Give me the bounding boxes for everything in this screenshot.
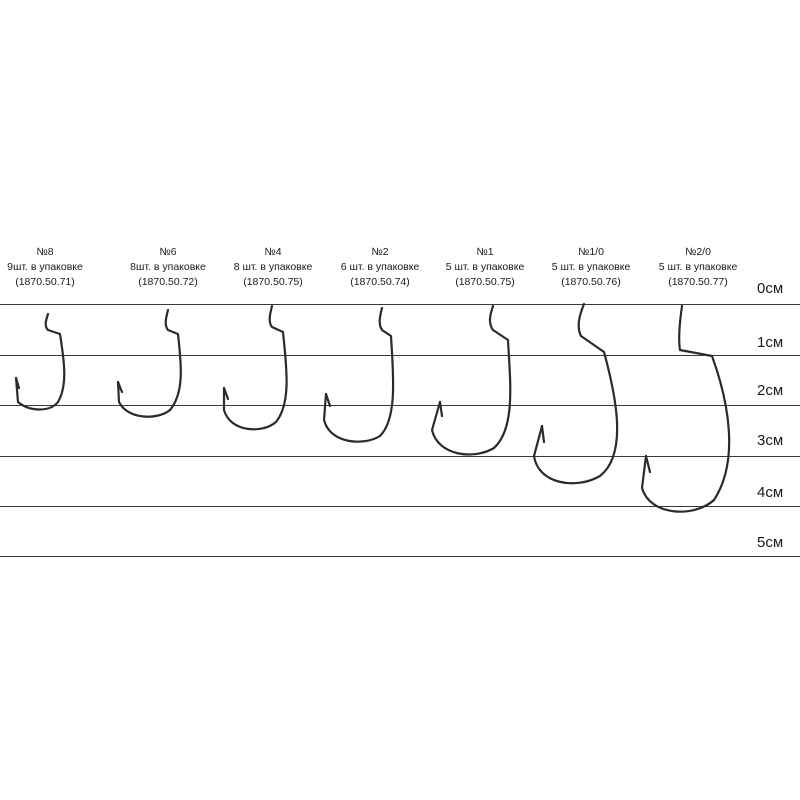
hook-2-0-icon [640,304,731,513]
hook-label-2-0: №2/0 5 шт. в упаковке (1870.50.77) [643,245,753,290]
scale-line-5 [0,556,800,557]
scale-mark-0: 0см [757,280,784,297]
hook-4-icon [222,304,288,431]
hook-size: №2/0 [685,246,711,258]
hook-label-1: №1 5 шт. в упаковке (1870.50.75) [430,245,540,290]
hook-size: №4 [264,246,282,258]
hook-size: №6 [159,246,177,258]
hook-code: (1870.50.77) [668,276,728,288]
hook-size: №1/0 [578,246,604,258]
hook-code: (1870.50.71) [15,276,75,288]
hook-6-barb-icon [116,380,124,394]
hook-code: (1870.50.75) [455,276,515,288]
scale-mark-5: 5см [757,534,784,551]
hook-4-barb-icon [222,386,230,401]
scale-mark-4: 4см [757,484,784,501]
hook-code: (1870.50.72) [138,276,198,288]
hook-pack-count: 5 шт. в упаковке [551,261,631,273]
hook-label-4: №4 8 шт. в упаковке (1870.50.75) [218,245,328,290]
hook-2-barb-icon [324,392,332,408]
hook-label-6: №6 8шт. в упаковке (1870.50.72) [113,245,223,290]
scale-mark-3: 3см [757,432,784,449]
hook-pack-count: 9шт. в упаковке [7,261,83,273]
hook-code: (1870.50.75) [243,276,303,288]
hook-code: (1870.50.74) [350,276,410,288]
scale-line-0 [0,304,800,305]
hook-1-barb-icon [438,400,444,418]
hook-1-0-barb-icon [540,424,546,444]
hook-pack-count: 5 шт. в упаковке [445,261,525,273]
scale-line-1 [0,355,800,356]
scale-mark-2: 2см [757,382,784,399]
hook-pack-count: 6 шт. в упаковке [340,261,420,273]
hook-1-icon [430,304,512,456]
scale-line-2 [0,405,800,406]
hook-2-0-barb-icon [644,454,652,474]
hook-1-0-icon [532,302,619,485]
hook-8-icon [14,312,66,411]
hook-label-8: №8 9шт. в упаковке (1870.50.71) [0,245,100,290]
hook-label-1-0: №1/0 5 шт. в упаковке (1870.50.76) [536,245,646,290]
scale-line-3 [0,456,800,457]
hook-pack-count: 8 шт. в упаковке [233,261,313,273]
hook-2-icon [322,306,395,443]
hook-6-icon [116,308,182,418]
hook-code: (1870.50.76) [561,276,621,288]
scale-line-4 [0,506,800,507]
hook-pack-count: 5 шт. в упаковке [658,261,738,273]
hook-size: №1 [476,246,494,258]
hook-pack-count: 8шт. в упаковке [130,261,206,273]
hook-size: №2 [371,246,389,258]
hook-8-barb-icon [14,376,21,390]
hook-label-2: №2 6 шт. в упаковке (1870.50.74) [325,245,435,290]
hook-size: №8 [36,246,54,258]
scale-mark-1: 1см [757,334,784,351]
